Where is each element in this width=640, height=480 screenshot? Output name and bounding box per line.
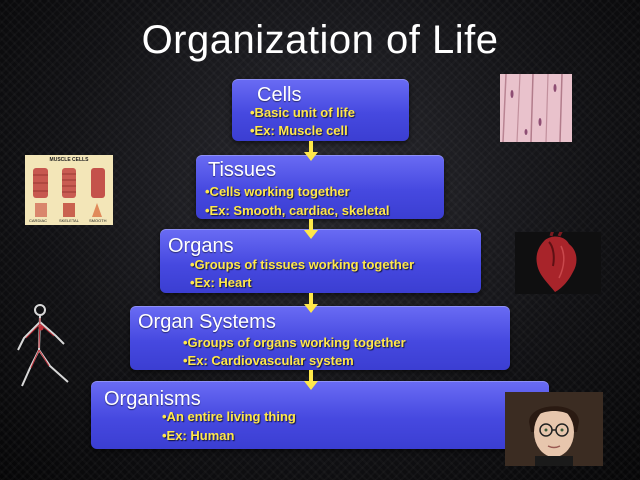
tier-cells-bullet-1: •Basic unit of life bbox=[250, 105, 355, 120]
muscle-cells-diagram: MUSCLE CELLS CARDIAC SKELETAL SMOOTH bbox=[25, 155, 113, 225]
tier-organisms bbox=[91, 381, 549, 449]
tier-organs bbox=[160, 229, 481, 293]
muscle-tissue-image bbox=[500, 74, 572, 142]
tier-organs-bullet-1: •Groups of tissues working together bbox=[190, 257, 415, 272]
tier-organ-systems-heading: Organ Systems bbox=[138, 311, 276, 333]
muscle-label-cardiac: CARDIAC bbox=[29, 218, 48, 223]
tier-cells-bullet-2: •Ex: Muscle cell bbox=[250, 123, 348, 138]
tier-tissues bbox=[196, 155, 444, 219]
heart-image bbox=[515, 232, 601, 294]
tier-organisms-heading: Organisms bbox=[104, 388, 201, 410]
tier-organ-systems-bullet-2: •Ex: Cardiovascular system bbox=[183, 353, 354, 368]
tier-organs-heading: Organs bbox=[168, 235, 234, 257]
tier-organisms-bullet-2: •Ex: Human bbox=[162, 428, 235, 443]
tier-tissues-bullet-2: •Ex: Smooth, cardiac, skeletal bbox=[205, 203, 390, 218]
muscle-label-smooth: SMOOTH bbox=[89, 218, 107, 223]
tier-organisms-bullet-1: •An entire living thing bbox=[162, 409, 296, 424]
muscle-diagram-heading: MUSCLE CELLS bbox=[49, 157, 89, 163]
tier-tissues-heading: Tissues bbox=[208, 159, 277, 181]
tier-organ-systems bbox=[130, 306, 510, 370]
tier-cells-heading: Cells bbox=[257, 84, 302, 106]
tier-tissues-bullet-1: •Cells working together bbox=[205, 184, 350, 199]
human-portrait-image bbox=[505, 392, 603, 466]
muscle-label-skeletal: SKELETAL bbox=[59, 218, 79, 223]
tier-organ-systems-bullet-1: •Groups of organs working together bbox=[183, 335, 406, 350]
tier-organs-bullet-2: •Ex: Heart bbox=[190, 275, 252, 290]
slide-title: Organization of Life bbox=[141, 18, 499, 62]
circulatory-figure-image bbox=[10, 302, 72, 390]
tier-cells bbox=[232, 79, 409, 141]
